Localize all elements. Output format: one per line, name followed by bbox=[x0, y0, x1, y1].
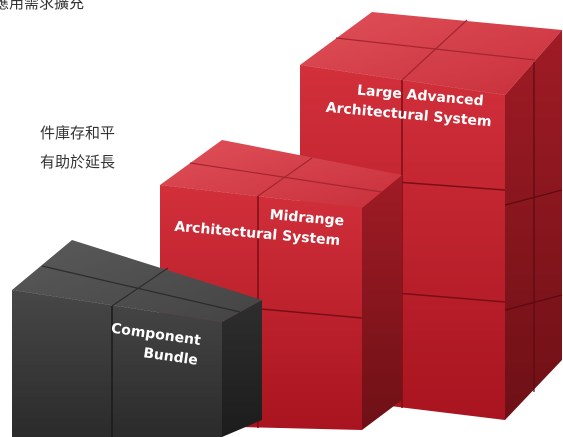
midrange-block-right-side bbox=[362, 175, 402, 430]
midrange-block-top bbox=[160, 140, 402, 208]
component-block-right-side bbox=[222, 300, 262, 437]
midrange-label-line1: Midrange bbox=[269, 207, 345, 229]
component-block-top bbox=[12, 240, 262, 322]
component-block-front bbox=[12, 290, 222, 437]
text-fragment-3: 有助於延長 bbox=[40, 153, 116, 171]
text-fragment-2: 件庫存和平 bbox=[40, 124, 116, 142]
component-label-line2: Bundle bbox=[142, 345, 199, 368]
component-bundle-block bbox=[12, 240, 262, 437]
text-fragment-1: 應用需求擴充 bbox=[0, 0, 85, 12]
